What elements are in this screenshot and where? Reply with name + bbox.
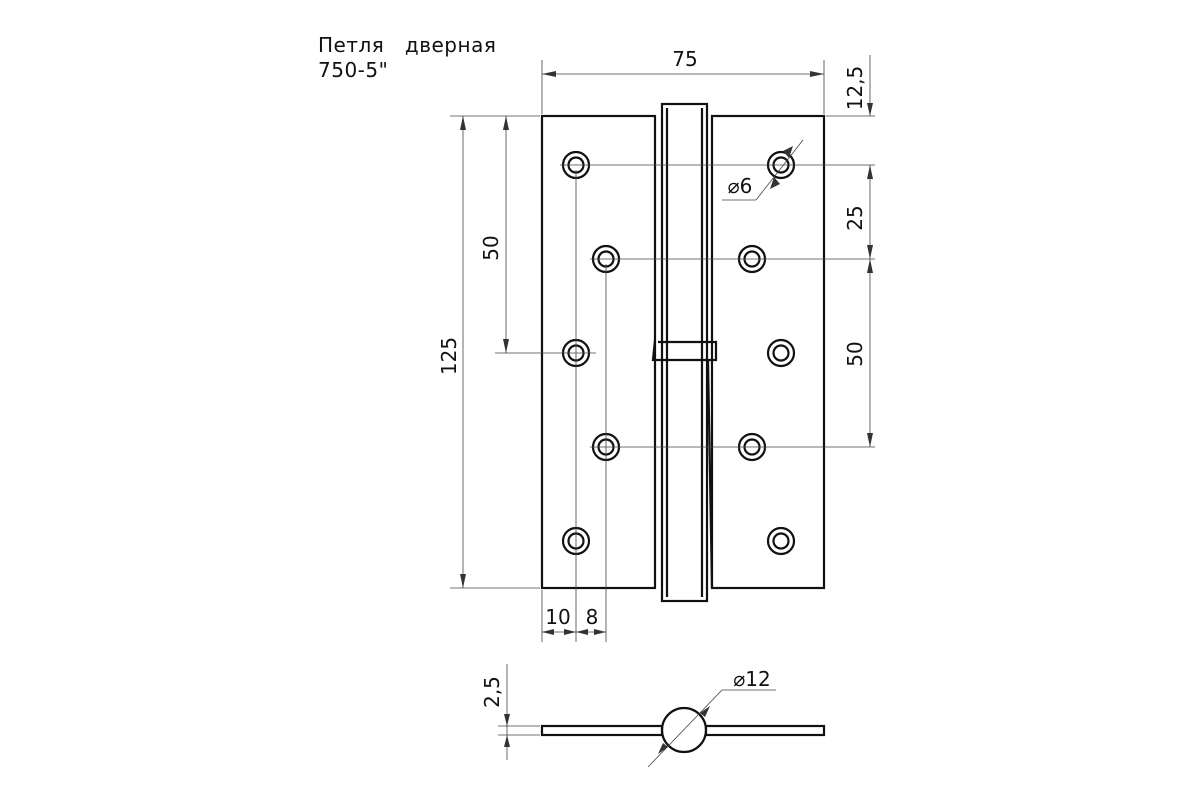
dimension-spacing-50-right: 50 xyxy=(843,259,873,447)
dimension-hole-diameter-label: ⌀6 xyxy=(728,174,753,198)
reference-lines xyxy=(450,60,875,642)
dimension-height-label: 125 xyxy=(437,337,461,375)
hinge-side-view: ⌀12 xyxy=(540,667,826,768)
dimension-edge-10: 10 xyxy=(542,605,576,635)
dimension-width: 75 xyxy=(542,47,824,77)
dimension-spacing-50-right-label: 50 xyxy=(843,341,867,366)
dimension-edge-8: 8 xyxy=(576,605,606,635)
dimension-knuckle-diameter-label: ⌀12 xyxy=(733,667,771,691)
hinge-front-view xyxy=(450,60,875,642)
dimension-spacing-50-left-label: 50 xyxy=(479,235,503,260)
dimension-spacing-50-left: 50 xyxy=(479,116,509,353)
dimension-height: 125 xyxy=(437,116,466,588)
side-knuckle xyxy=(660,706,708,754)
hinge-knuckle xyxy=(651,102,718,603)
dimension-hole-diameter: ⌀6 xyxy=(722,139,804,201)
dimension-edge-10-label: 10 xyxy=(545,605,570,629)
dimension-spacing-25: 25 xyxy=(843,165,873,259)
dimension-thickness: 2,5 xyxy=(480,664,540,760)
side-leaf-right xyxy=(704,724,826,737)
right-leaf xyxy=(710,114,826,590)
dimension-spacing-25-label: 25 xyxy=(843,205,867,230)
screw-holes-right xyxy=(737,150,796,556)
drawing-title-line1: Петля дверная xyxy=(318,33,497,57)
dimension-width-label: 75 xyxy=(672,47,697,71)
left-leaf xyxy=(540,114,657,590)
dimension-edge-8-label: 8 xyxy=(586,605,599,629)
screw-hole xyxy=(766,338,796,368)
side-leaf-left xyxy=(540,724,664,737)
drawing-title-line2: 750-5" xyxy=(318,58,389,82)
screw-hole xyxy=(766,526,796,556)
dimension-top-offset: 12,5 xyxy=(843,55,873,116)
dimension-top-offset-label: 12,5 xyxy=(843,66,867,111)
dimension-thickness-label: 2,5 xyxy=(480,676,504,708)
